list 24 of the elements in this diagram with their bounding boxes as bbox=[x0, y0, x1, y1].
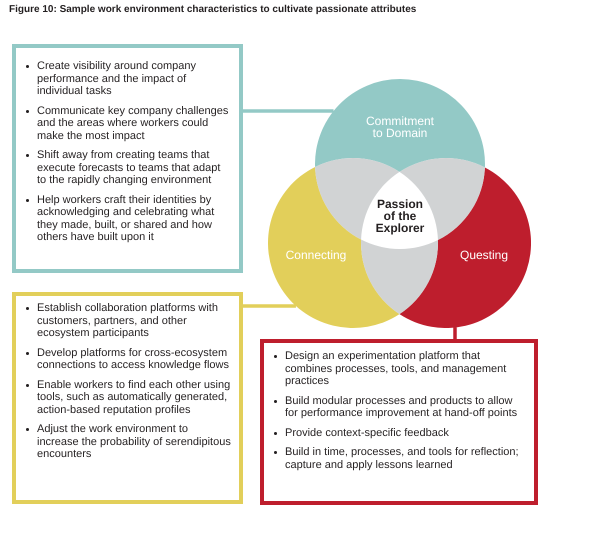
bullet-card bbox=[12, 44, 243, 273]
bullet-text: Enable workers to find each other using tools, such as automatically generated, action-based reputation profiles bbox=[37, 378, 231, 416]
bullet-text: Adjust the work environment to increase the probability of serendipitous encounters bbox=[37, 423, 231, 460]
circle-label: Commitment to Domain bbox=[364, 115, 435, 139]
center-label: Passion of the Explorer bbox=[373, 198, 427, 234]
bullet-text: Communicate key company challenges and the areas where workers could make the most impact bbox=[37, 104, 230, 142]
connector-line bbox=[453, 328, 457, 339]
bullet-text: Develop platforms for cross-ecosystem connections to access knowledge flows bbox=[37, 346, 230, 372]
overlap-region bbox=[361, 239, 438, 315]
bullet-text: Build modular processes and products to allow for performance improvement at hand-off points bbox=[285, 394, 518, 420]
bullet-text: Shift away from creating teams that execute forecasts to teams that adapt to the rapidly changing environment bbox=[37, 149, 222, 186]
connector-line bbox=[243, 304, 296, 308]
connector-line bbox=[243, 109, 334, 113]
bullet-text: Establish collaboration platforms with customers, partners, and other ecosystem participants bbox=[37, 302, 219, 340]
bullet-text: Design an experimentation platform that combines processes, tools, and management practices bbox=[285, 350, 508, 388]
circle-label: Connecting bbox=[286, 249, 346, 261]
figure-title: Figure 10: Sample work environment characteristics to cultivate passionate attributes bbox=[9, 4, 416, 16]
bullet-text: Help workers craft their identities by acknowledging and celebrating what they made, built, or shared and how others have built upon it bbox=[37, 194, 216, 244]
bullet-card bbox=[12, 292, 243, 504]
bullet-text: Provide context-specific feedback bbox=[285, 426, 449, 439]
circle-label: Questing bbox=[460, 249, 508, 261]
bullet-card bbox=[260, 339, 538, 505]
bullet-text: Create visibility around company performance and the impact of individual tasks bbox=[37, 60, 197, 98]
bullet-text: Build in time, processes, and tools for reflection; capture and apply lessons learned bbox=[285, 446, 520, 471]
